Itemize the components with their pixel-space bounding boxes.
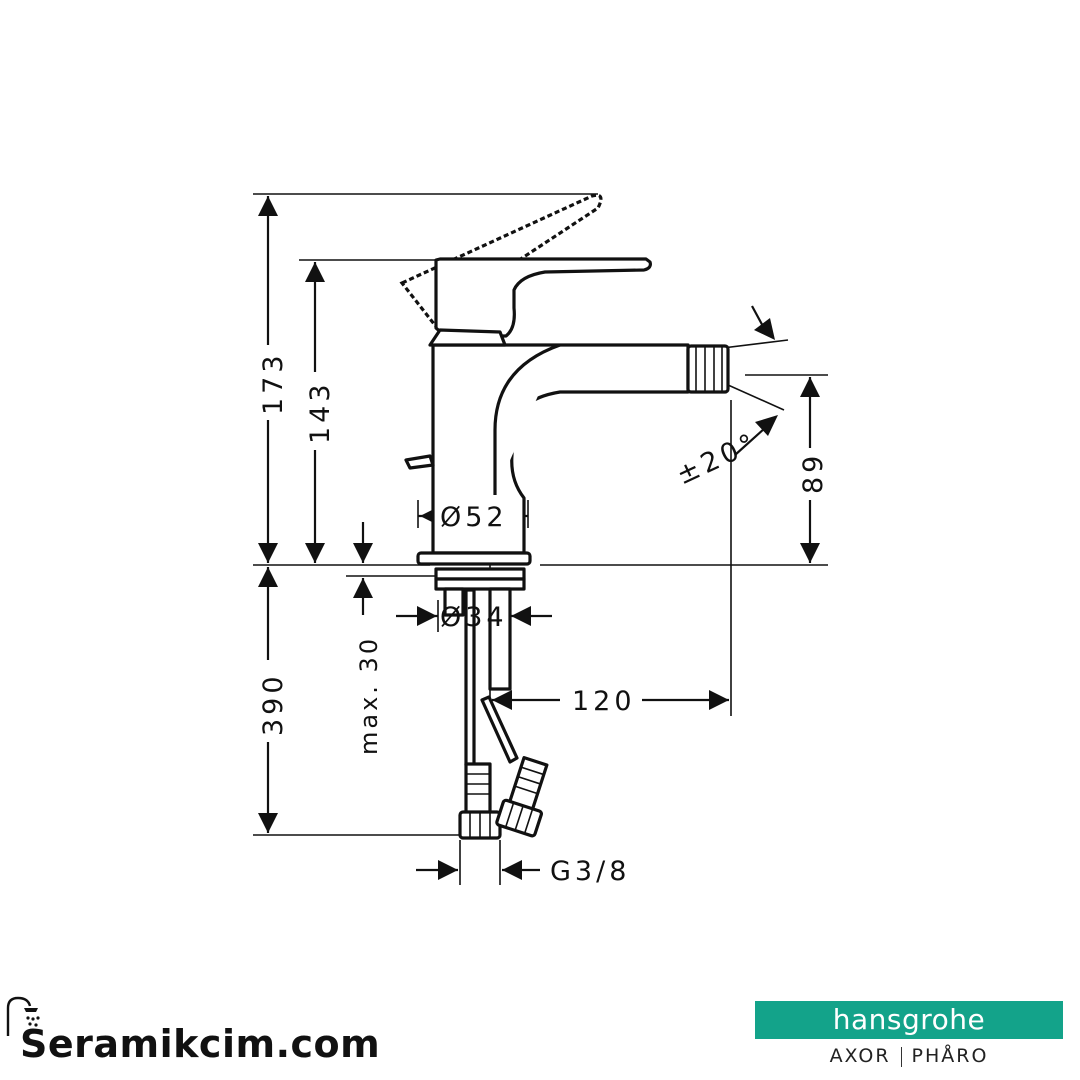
hansgrohe-logo: hansgrohe [755,1001,1063,1039]
dim-120: 120 [572,686,636,717]
watermark-text: Seramikcim.com [20,1022,381,1066]
dim-173: 173 [258,351,289,415]
dimension-labels: 173 143 390 max. 30 89 Ø52 Ø34 120 ±20° … [258,351,829,887]
shower-icon [6,996,40,1036]
dim-shank-diameter: Ø34 [440,602,508,633]
product-line-pharo: PHÅRO [911,1045,989,1067]
dim-390: 390 [258,672,289,736]
separator [900,1046,902,1067]
faucet-body [404,257,730,840]
dim-body-diameter: Ø52 [440,502,508,533]
dim-max-30: max. 30 [355,636,383,755]
product-line: AXOR PHÅRO [755,1044,1063,1068]
dim-89: 89 [798,452,829,494]
dim-connection-thread: G3/8 [550,856,630,887]
dim-swivel-angle: ±20° [672,427,763,492]
dim-143: 143 [305,380,336,444]
product-line-axor: AXOR [829,1045,891,1067]
